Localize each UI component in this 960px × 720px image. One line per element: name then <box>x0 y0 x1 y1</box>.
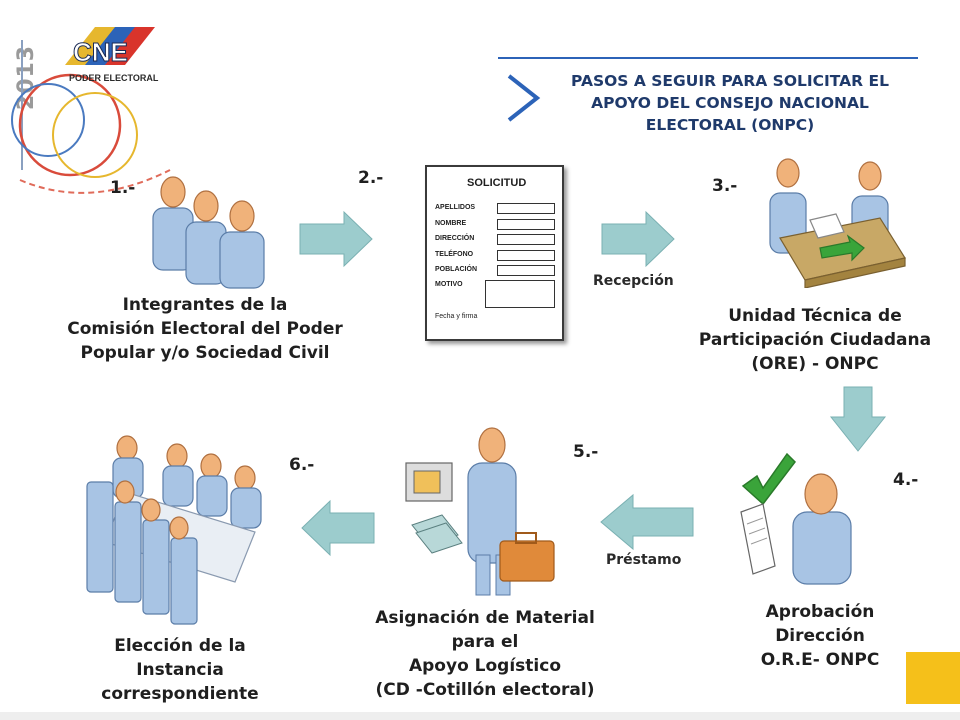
request-form-icon: SOLICITUD APELLIDOS NOMBRE DIRECCIÓN TEL… <box>425 165 564 341</box>
form-field-box <box>485 280 555 308</box>
arrow-left-icon <box>600 493 694 551</box>
step-6-label: Elección de la Instancia correspondiente <box>80 634 280 706</box>
reception-label: Recepción <box>593 273 674 289</box>
arrow-right-icon <box>299 210 373 268</box>
step-4-number: 4.- <box>893 470 919 490</box>
label-line: Dirección <box>775 626 865 646</box>
step-5-number: 5.- <box>573 442 599 462</box>
step-1-number: 1.- <box>110 178 136 198</box>
form-field-label: MOTIVO <box>435 281 463 288</box>
approval-person-icon <box>740 452 852 585</box>
loan-label: Préstamo <box>606 552 682 568</box>
title-line: APOYO DEL CONSEJO NACIONAL <box>591 94 869 112</box>
label-line: correspondiente <box>101 684 259 704</box>
form-field-label: NOMBRE <box>435 220 467 227</box>
title-rule <box>498 57 918 59</box>
label-line: Unidad Técnica de <box>728 306 902 326</box>
label-line: (CD -Cotillón electoral) <box>375 680 595 700</box>
label-line: para el <box>451 632 519 652</box>
label-line: Popular y/o Sociedad Civil <box>80 343 330 363</box>
corner-accent <box>906 652 960 704</box>
form-field-label: TELÉFONO <box>435 251 474 258</box>
form-field-label: POBLACIÓN <box>435 266 477 273</box>
form-field-label: APELLIDOS <box>435 204 476 211</box>
title-line: ELECTORAL (ONPC) <box>645 116 815 134</box>
footer-bar <box>0 712 960 720</box>
form-field-box <box>497 219 555 230</box>
label-line: Aprobación <box>765 602 875 622</box>
step-3-label: Unidad Técnica de Participación Ciudadan… <box>680 304 950 376</box>
form-footer: Fecha y firma <box>435 313 478 320</box>
reception-desk-icon <box>769 158 906 288</box>
arrow-down-icon <box>829 386 887 452</box>
cne-logo: CNE PODER ELECTORAL <box>65 27 159 83</box>
page-title: PASOS A SEGUIR PARA SOLICITAR EL APOYO D… <box>545 70 915 136</box>
logistics-person-icon <box>405 427 555 596</box>
label-line: Apoyo Logístico <box>408 656 562 676</box>
label-line: (ORE) - ONPC <box>751 354 879 374</box>
step-6-number: 6.- <box>289 455 315 475</box>
step-2-number: 2.- <box>358 168 384 188</box>
arrow-right-icon <box>601 210 675 268</box>
label-line: Integrantes de la <box>122 295 288 315</box>
label-line: Asignación de Material <box>375 608 595 628</box>
chevron-icon <box>507 74 541 122</box>
form-field-box <box>497 250 555 261</box>
form-field-box <box>497 234 555 245</box>
meeting-table-icon <box>86 435 262 625</box>
step-4-label: Aprobación Dirección O.R.E- ONPC <box>740 600 900 672</box>
label-line: Comisión Electoral del Poder <box>67 319 343 339</box>
logo-decoration <box>11 40 171 194</box>
form-title: SOLICITUD <box>467 177 527 189</box>
title-line: PASOS A SEGUIR PARA SOLICITAR EL <box>571 72 889 90</box>
label-line: Instancia <box>136 660 224 680</box>
form-field-box <box>497 203 555 214</box>
label-line: Participación Ciudadana <box>698 330 932 350</box>
logo-text: CNE <box>73 37 128 67</box>
label-line: Elección de la <box>114 636 246 656</box>
group-people-icon <box>152 176 265 289</box>
label-line: O.R.E- ONPC <box>760 650 880 670</box>
step-5-label: Asignación de Material para el Apoyo Log… <box>345 606 625 702</box>
arrow-left-icon <box>301 499 375 557</box>
form-field-label: DIRECCIÓN <box>435 235 475 242</box>
logo-subtext: PODER ELECTORAL <box>69 73 159 83</box>
step-3-number: 3.- <box>712 176 738 196</box>
step-1-label: Integrantes de la Comisión Electoral del… <box>55 293 355 365</box>
form-field-box <box>497 265 555 276</box>
